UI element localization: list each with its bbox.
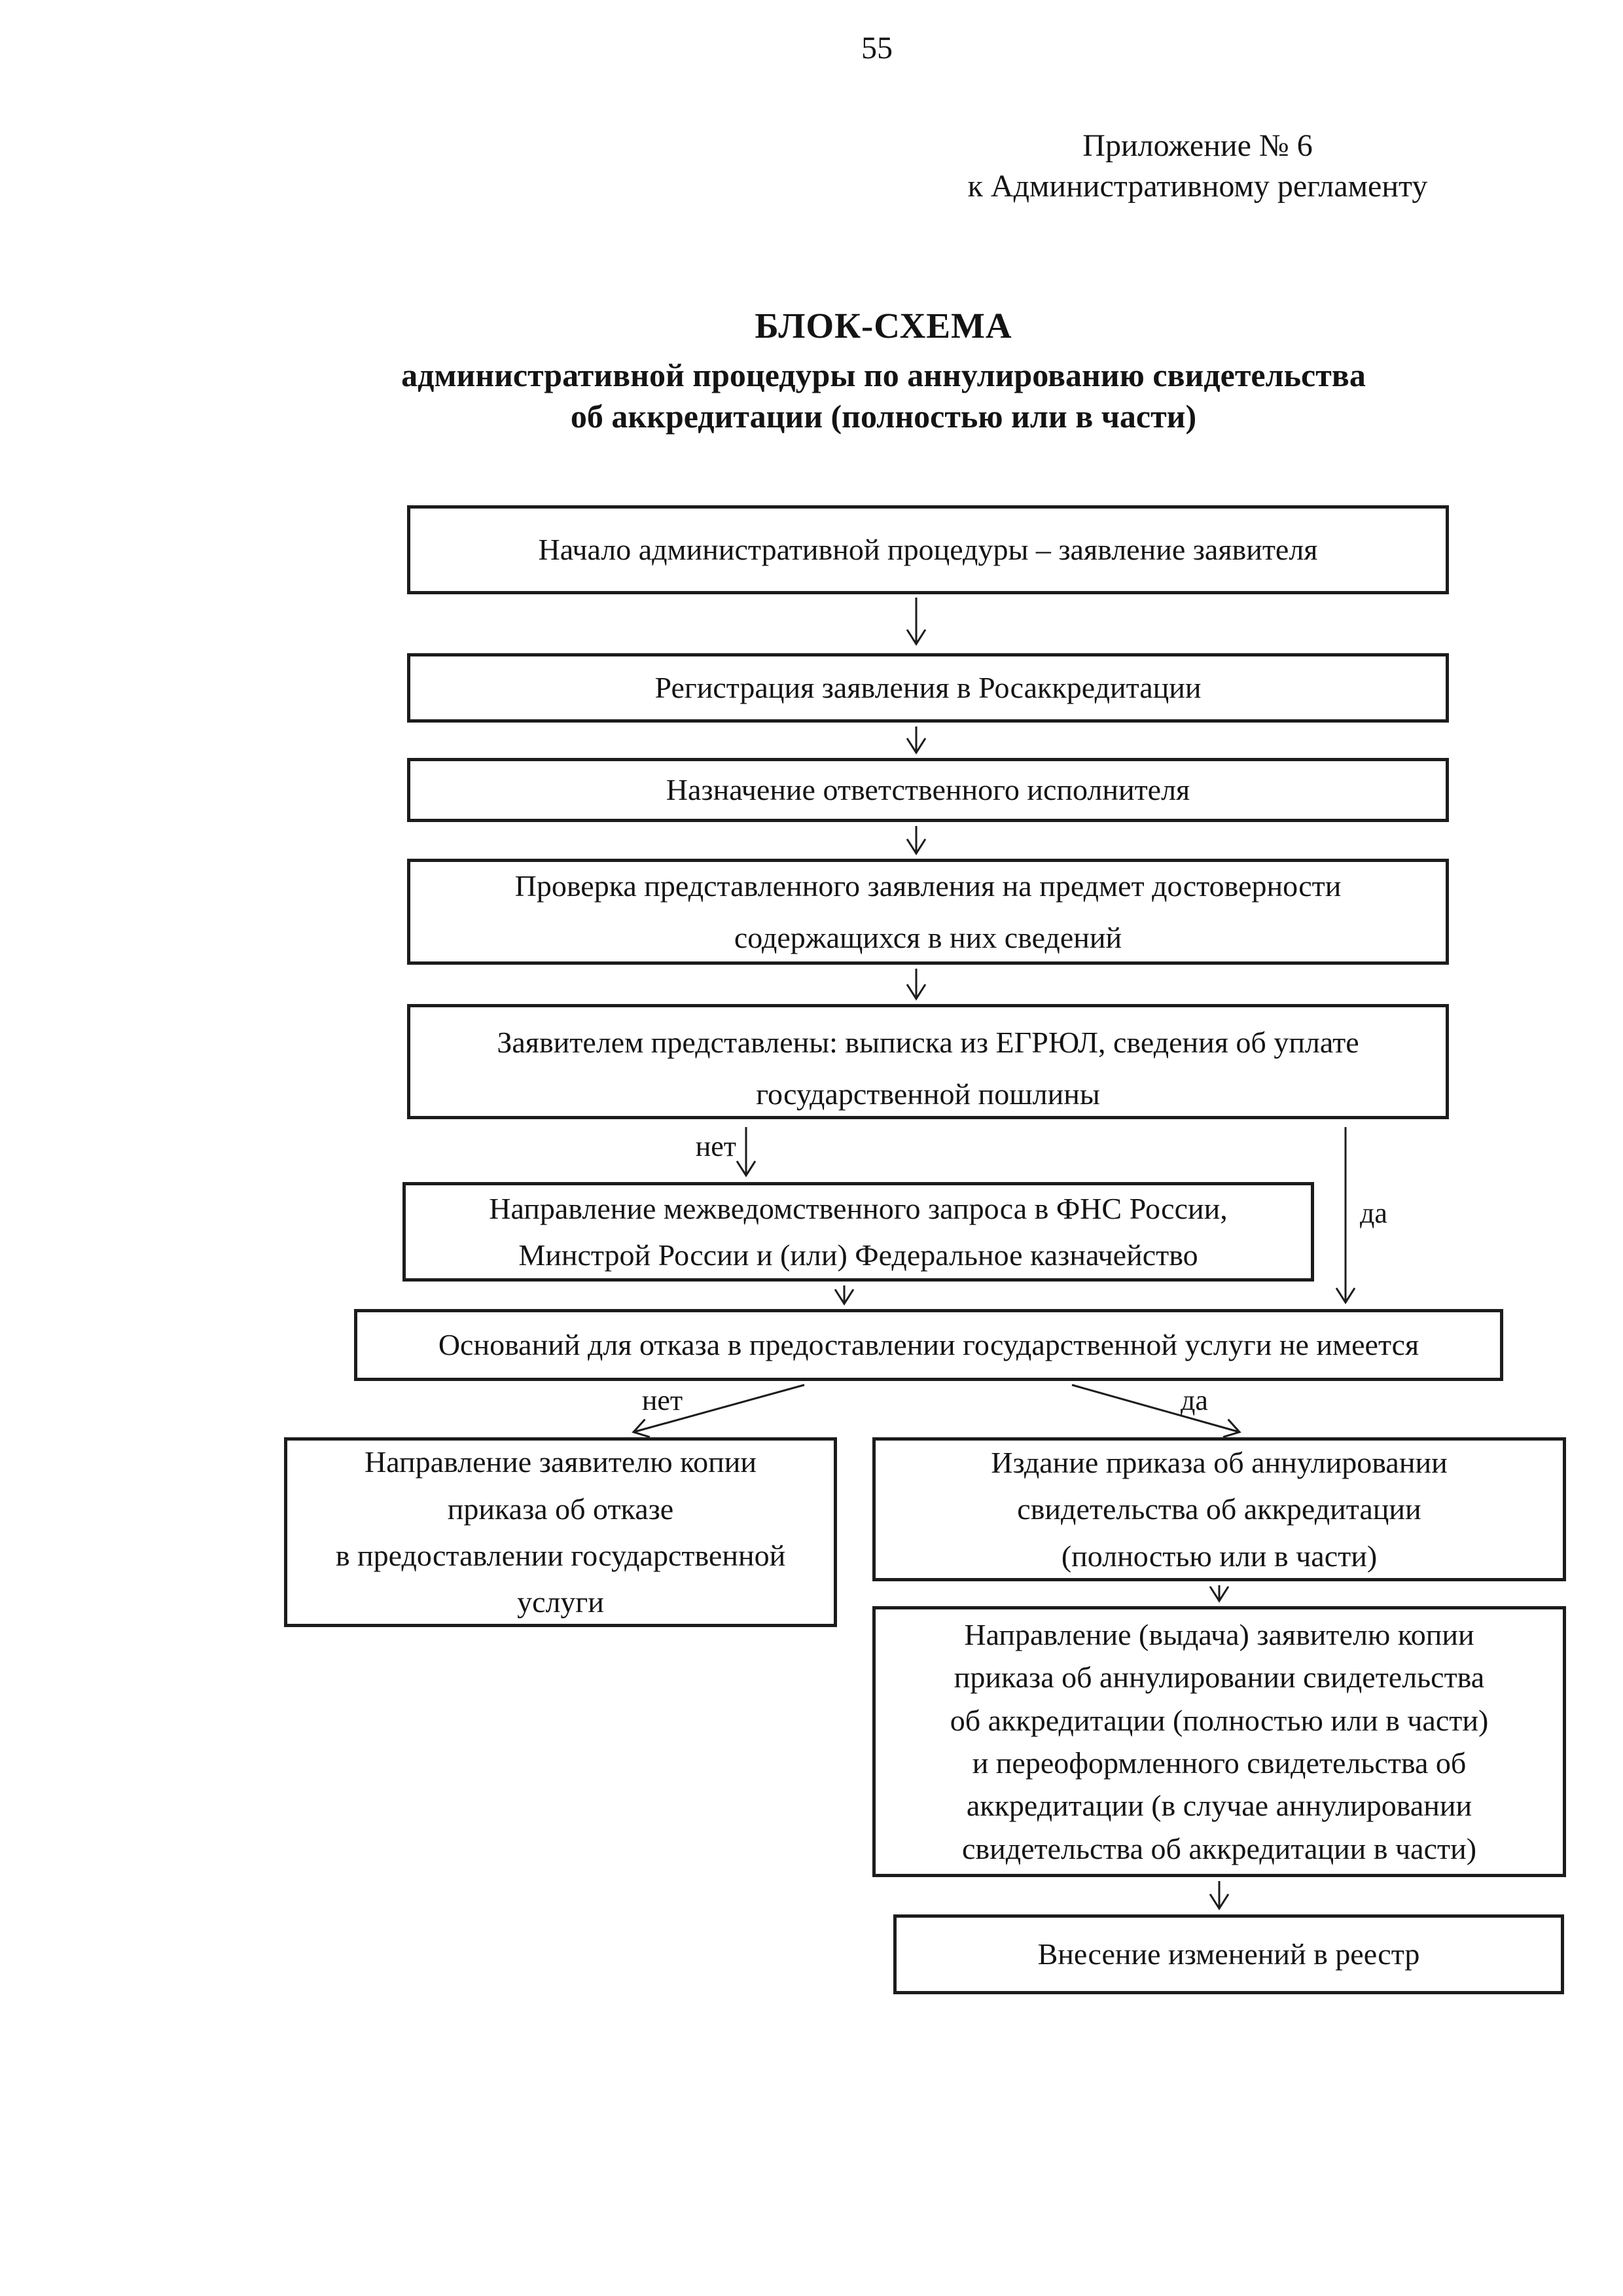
flow-box-start: Начало административной процедуры – заяв… xyxy=(407,505,1449,594)
annex-header: Приложение № 6 к Административному регла… xyxy=(903,126,1492,207)
label-no-grounds: нет xyxy=(641,1384,683,1416)
flow-box-order-copy: Направление (выдача) заявителю копии при… xyxy=(872,1606,1566,1877)
flow-box-refusal-copy: Направление заявителю копии приказа об о… xyxy=(284,1437,837,1627)
annex-line-2: к Административному регламенту xyxy=(967,169,1428,204)
label-yes-grounds: да xyxy=(1181,1384,1208,1416)
flow-box-registry: Внесение изменений в реестр xyxy=(893,1914,1564,1994)
flow-box-provided: Заявителем представлены: выписка из ЕГРЮ… xyxy=(407,1004,1449,1119)
flow-box-verify: Проверка представленного заявления на пр… xyxy=(407,859,1449,965)
doc-subtitle-line-2: об аккредитации (полностью или в части) xyxy=(570,398,1197,435)
flow-box-request: Направление межведомственного запроса в … xyxy=(402,1182,1314,1282)
label-no-provided: нет xyxy=(695,1130,736,1162)
flow-box-no-grounds: Оснований для отказа в предоставлении го… xyxy=(354,1309,1503,1381)
page-number: 55 xyxy=(861,31,893,65)
doc-title: БЛОК-СХЕМА xyxy=(755,306,1012,346)
flow-box-assign: Назначение ответственного исполнителя xyxy=(407,758,1449,822)
label-yes-provided: да xyxy=(1360,1197,1387,1229)
doc-subtitle: административной процедуры по аннулирова… xyxy=(229,355,1538,437)
flow-box-register: Регистрация заявления в Росаккредитации xyxy=(407,653,1449,723)
annex-line-1: Приложение № 6 xyxy=(1082,128,1313,163)
flow-box-order-issue: Издание приказа об аннулировании свидете… xyxy=(872,1437,1566,1581)
doc-subtitle-line-1: административной процедуры по аннулирова… xyxy=(401,357,1366,393)
